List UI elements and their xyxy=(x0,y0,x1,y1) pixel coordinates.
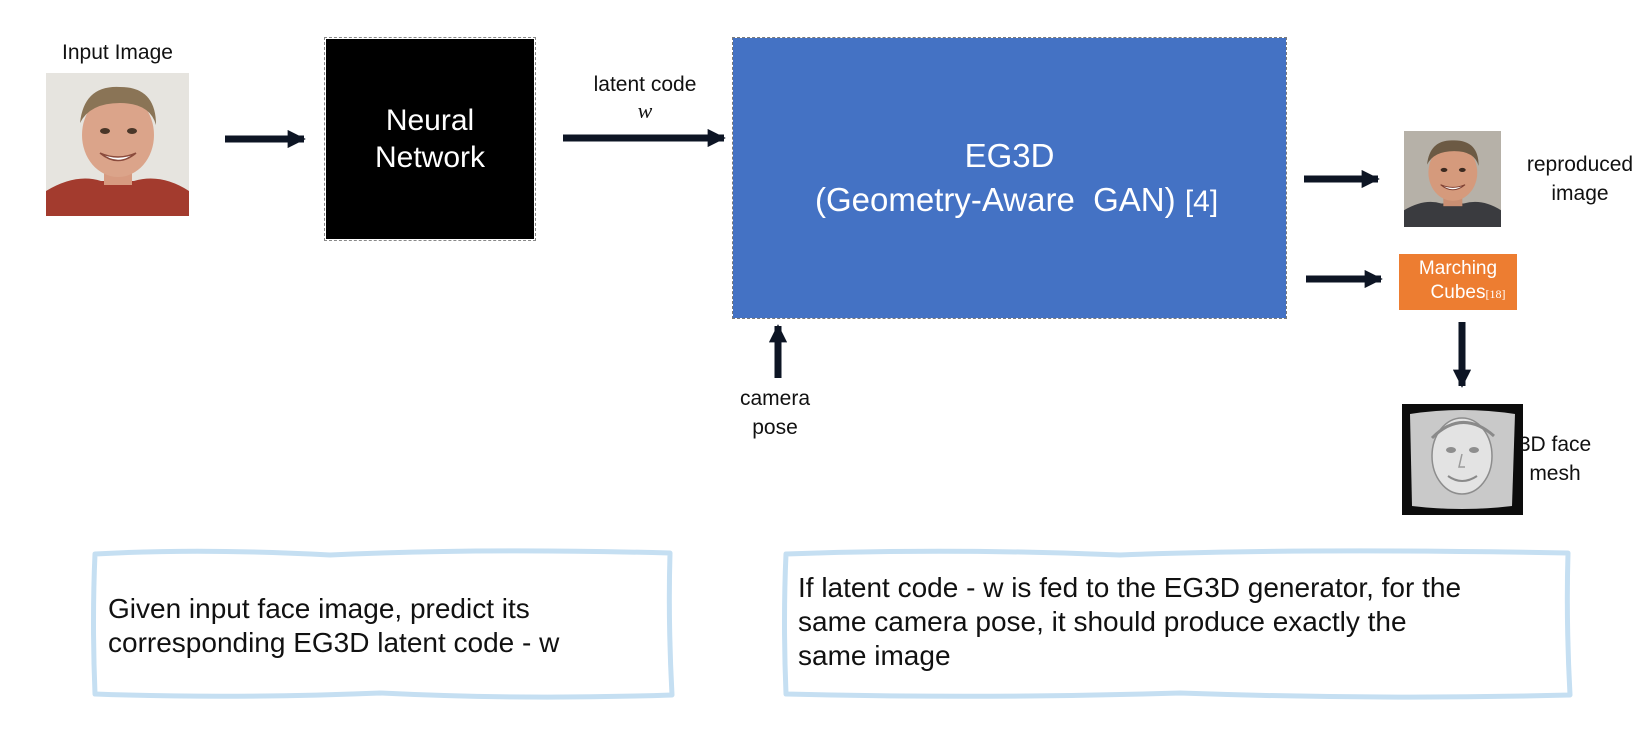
marching-cubes-reference: [18] xyxy=(1485,287,1506,301)
camera-pose-line1: camera xyxy=(739,387,811,410)
eg3d-title: EG3D xyxy=(964,137,1055,174)
neural-network-box: Neural Network xyxy=(324,37,536,241)
note-right-line3: same image xyxy=(798,640,951,671)
input-face-photo xyxy=(46,73,189,216)
neural-network-label-line2: Network xyxy=(374,141,486,174)
note-left: Given input face image, predict its corr… xyxy=(108,592,668,660)
marching-cubes-box: Marching Cubes[18] xyxy=(1399,254,1517,310)
note-left-line2: corresponding EG3D latent code - w xyxy=(108,627,560,658)
input-image-label: Input Image xyxy=(62,41,173,64)
reproduced-image-label: reproduced image xyxy=(1510,150,1650,208)
note-left-border xyxy=(91,548,675,700)
eg3d-box: EG3D (Geometry-Aware GAN) [4] xyxy=(732,37,1287,319)
reproduced-image-line2: image xyxy=(1551,182,1609,205)
neural-network-label-line1: Neural xyxy=(385,104,475,137)
eg3d-subtitle: (Geometry-Aware GAN) [4] xyxy=(815,180,1265,222)
eg3d-reference: [4] xyxy=(1184,185,1219,218)
3d-face-mesh-label: 3D face mesh xyxy=(1500,430,1610,488)
camera-pose-line2: pose xyxy=(752,416,798,439)
reproduced-image-line1: reproduced xyxy=(1526,153,1634,176)
marching-cubes-line1: Marching xyxy=(1418,258,1498,279)
note-left-line1: Given input face image, predict its xyxy=(108,593,530,624)
note-right-line1: If latent code - w is fed to the EG3D ge… xyxy=(798,572,1462,603)
eg3d-subtitle-text: (Geometry-Aware GAN) xyxy=(815,181,1176,218)
marching-cubes-line2: Cubes xyxy=(1430,282,1486,303)
reproduced-face-photo xyxy=(1404,131,1501,227)
note-right-line2: same camera pose, it should produce exac… xyxy=(798,606,1407,637)
3d-face-mesh-line2: mesh xyxy=(1529,462,1581,485)
latent-code-symbol: w xyxy=(637,98,653,123)
note-right: If latent code - w is fed to the EG3D ge… xyxy=(798,571,1568,673)
3d-face-mesh-line1: 3D face xyxy=(1518,433,1592,456)
camera-pose-label: camera pose xyxy=(710,384,840,442)
3d-face-mesh-render xyxy=(1402,404,1523,515)
note-right-border xyxy=(782,548,1573,700)
latent-code-label: latent code xyxy=(593,73,697,96)
